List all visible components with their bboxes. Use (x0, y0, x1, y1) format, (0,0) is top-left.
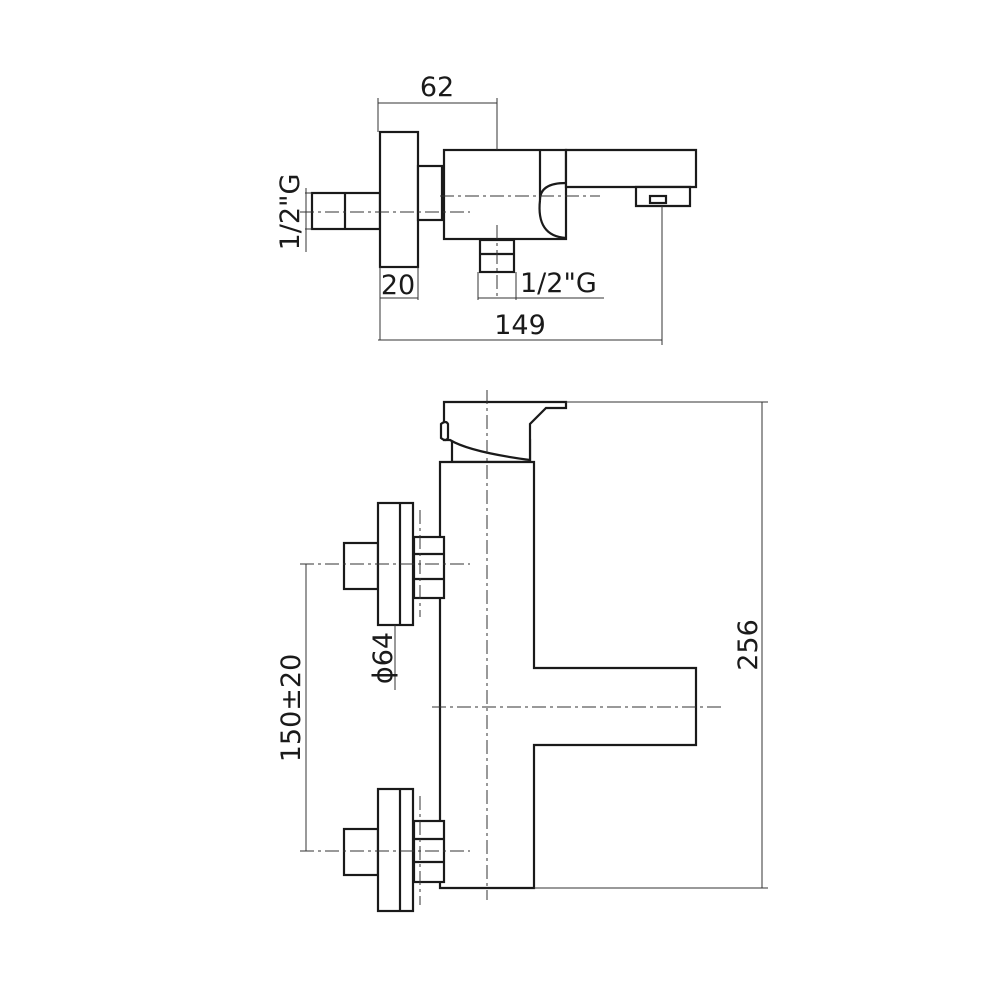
top-view: 62 1/2"G 20 1/2"G 149 (275, 72, 698, 345)
front-lower-flange (376, 787, 415, 913)
dim-inlet-thread-label: 1/2"G (275, 174, 306, 251)
dim-150-label: 150±20 (276, 654, 307, 763)
front-view: 150±20 ϕ64 256 (276, 390, 768, 913)
dim-20-label: 20 (381, 270, 415, 301)
dim-62-label: 62 (420, 72, 454, 103)
front-handle (442, 400, 568, 462)
front-upper-inlet-pipe (342, 541, 380, 591)
front-mixer-body (438, 460, 698, 890)
front-lower-inlet-pipe (342, 827, 380, 877)
top-lever-curve (538, 150, 567, 201)
dim-outlet-thread-label: 1/2"G (520, 268, 597, 299)
front-upper-nut (412, 535, 446, 600)
top-wall-flange (378, 130, 420, 269)
front-handle-knob (439, 420, 450, 442)
top-nut (416, 164, 444, 222)
top-aerator-insert (648, 194, 668, 205)
dim-256-label: 256 (733, 619, 764, 671)
top-lever-edge (538, 199, 567, 240)
dim-149-label: 149 (494, 310, 546, 341)
top-spout (564, 148, 698, 189)
dim-64-label: ϕ64 (368, 632, 399, 684)
top-mixer-body (442, 148, 568, 241)
